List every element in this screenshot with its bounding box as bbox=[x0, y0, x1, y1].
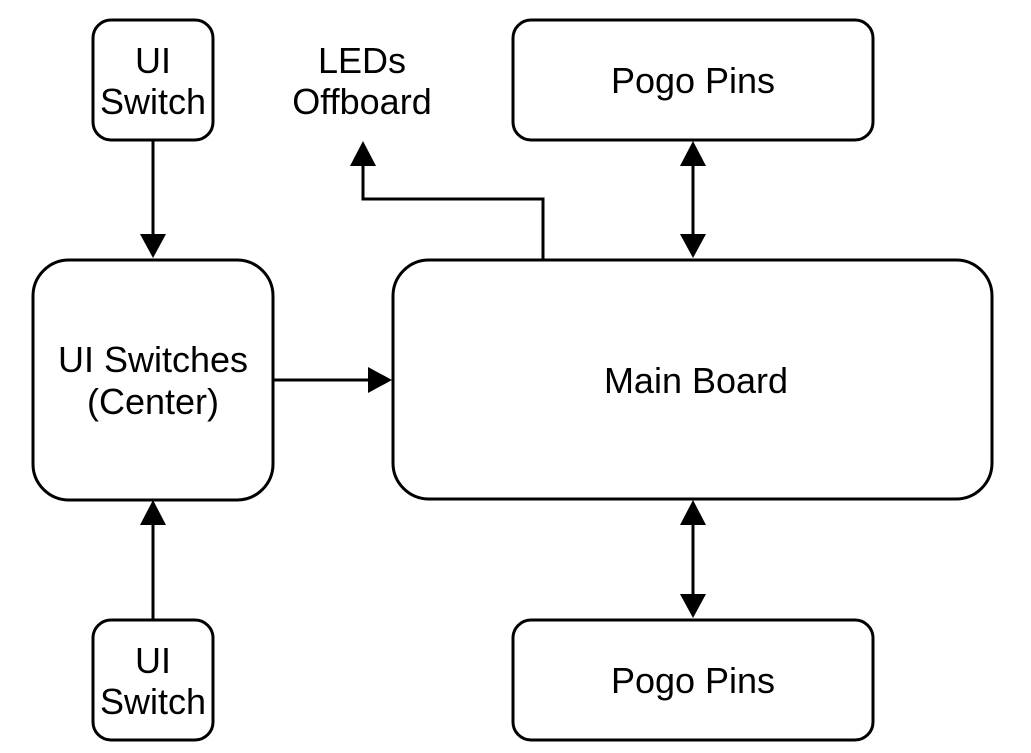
ui-switches-center-label-line-2: (Center) bbox=[87, 381, 219, 422]
ui-switch-bottom-label-line-1: UI bbox=[135, 640, 171, 681]
main-board-label: Main Board bbox=[604, 360, 788, 401]
arrowhead-up-icon bbox=[680, 141, 706, 166]
node-main-board: Main Board bbox=[391, 258, 994, 501]
arrowhead-down-icon bbox=[140, 234, 166, 258]
arrowhead-up-icon bbox=[140, 500, 166, 525]
edges bbox=[140, 140, 706, 619]
node-ui-switch-top: UI Switch bbox=[91, 18, 215, 142]
arrowhead-down-icon bbox=[680, 234, 706, 258]
pogo-pins-bottom-label: Pogo Pins bbox=[611, 660, 775, 701]
node-pogo-pins-top: Pogo Pins bbox=[511, 18, 875, 142]
edge-main-board-to-leds bbox=[361, 165, 545, 259]
node-ui-switches-center: UI Switches (Center) bbox=[31, 258, 275, 502]
pogo-pins-top-label: Pogo Pins bbox=[611, 60, 775, 101]
node-ui-switch-bottom: UI Switch bbox=[91, 618, 215, 742]
arrowhead-up-icon bbox=[680, 500, 706, 525]
node-leds-offboard: LEDs Offboard bbox=[292, 40, 431, 122]
ui-switch-top-label-line-2: Switch bbox=[100, 81, 206, 122]
ui-switch-top-label-line-1: UI bbox=[135, 40, 171, 81]
ui-switches-center-label-line-1: UI Switches bbox=[58, 339, 248, 380]
arrowhead-right-icon bbox=[368, 367, 392, 393]
ui-switch-bottom-label-line-2: Switch bbox=[100, 681, 206, 722]
arrowhead-up-icon bbox=[350, 141, 376, 166]
arrowhead-down-icon bbox=[680, 594, 706, 618]
leds-offboard-label-line-1: LEDs bbox=[318, 40, 406, 81]
leds-offboard-label-line-2: Offboard bbox=[292, 81, 431, 122]
node-pogo-pins-bottom: Pogo Pins bbox=[511, 618, 875, 742]
